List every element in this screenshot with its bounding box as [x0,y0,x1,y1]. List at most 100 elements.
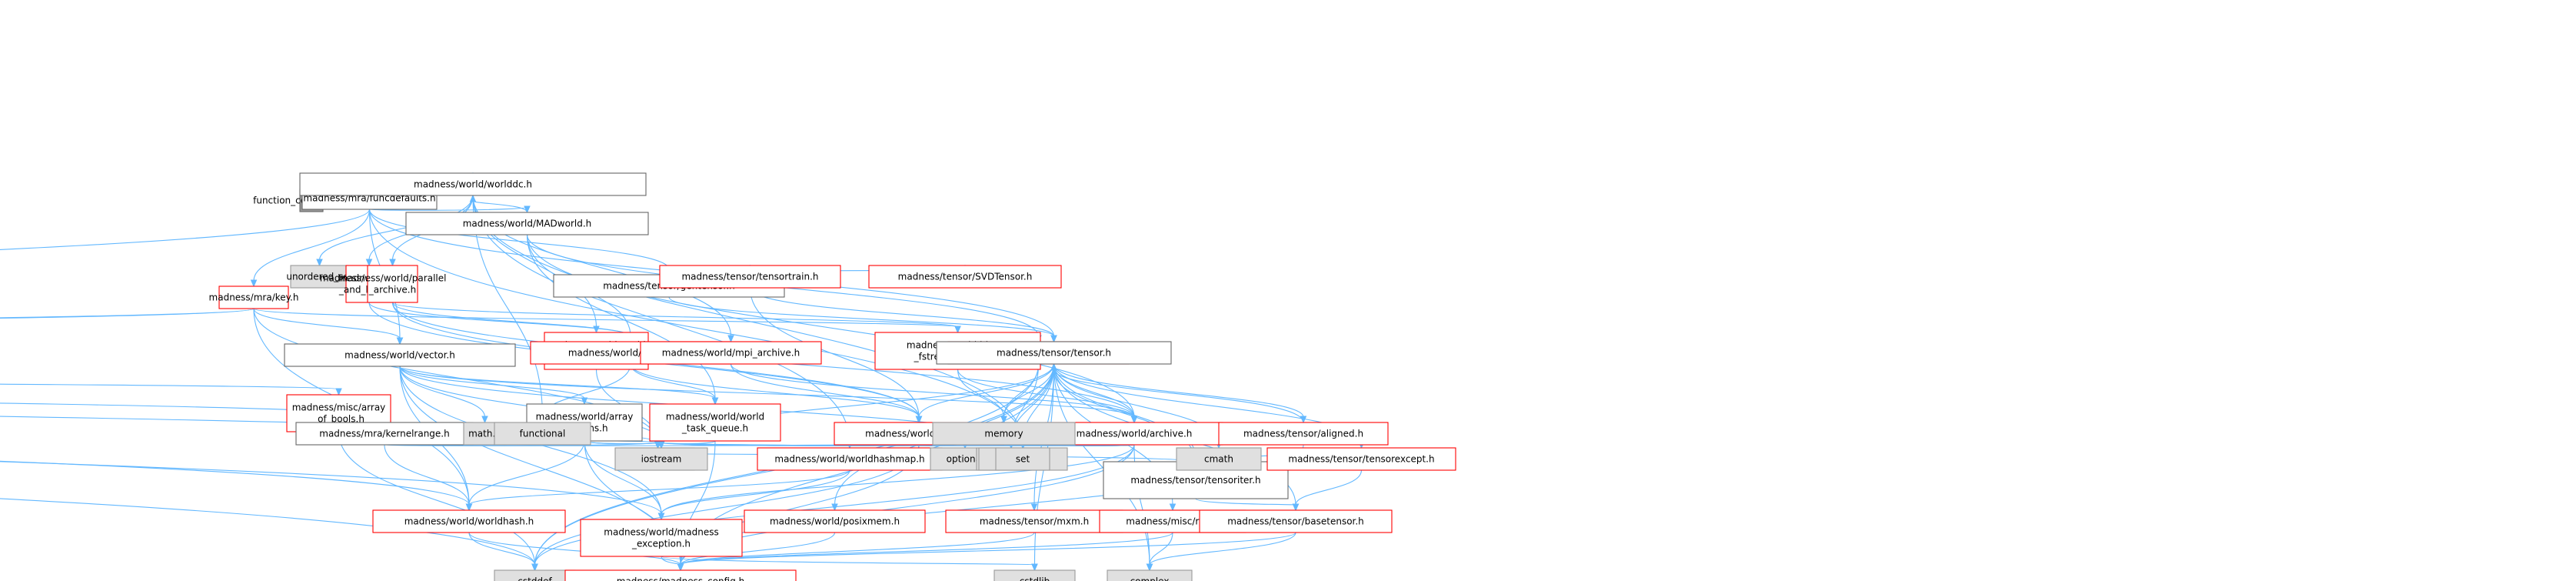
node-label: madness/tensor/aligned.h [1243,429,1363,439]
node-label: cmath [1204,454,1233,465]
edge-worldgop-h-to-world-task-queue-h [630,363,716,399]
node-box [290,265,349,289]
node-label: madness/world/archive.h [1077,429,1193,439]
node-mxm-h[interactable]: madness/tensor/mxm.h [945,509,1123,533]
node-parallel-archive-h[interactable]: madness/world/parallel_archive.h [339,265,447,303]
edge-madworld-h-to-world-task-queue-h [526,234,716,399]
node-set[interactable]: set [995,447,1050,471]
node-label: set [1016,454,1030,465]
edge-worldhashmap-h-to-madness-exception-h [661,469,850,515]
edge-array-of-bools-h-to-cstddef [338,431,536,566]
node-label: madness/tensor/tensorexcept.h [1288,454,1434,465]
node-box [640,341,822,365]
node-label: madness/tensor/basetensor.h [1227,516,1364,527]
node-cmath[interactable]: cmath [1176,447,1262,471]
edge-archive-h-to-iostream [661,442,1135,446]
edge-arrowhead [365,259,373,267]
edge-madworld-h-to-archive-h [526,234,1135,418]
node-cstddef[interactable]: cstddef [494,569,576,581]
node-label: madness/tensor/SVDTensor.h [898,272,1033,282]
edge-key-h-to-binary-fstream-archive-h [253,308,959,328]
node-worldhashmap-h[interactable]: madness/world/worldhashmap.h [757,447,943,471]
node-box [649,403,781,442]
edge-arrowhead [481,416,488,424]
node-box [564,569,797,581]
edge-binary-fstream-archive-h-to-memory [957,369,1005,418]
edge-bc-h-to-worldhash-h [0,460,470,506]
edge-arrowhead [1030,503,1038,512]
edge-kernelrange-h-to-worldhash-h [384,444,470,506]
edge-arrowhead [396,337,404,346]
node-label: madness/misc/array [292,402,386,413]
node-label: memory [984,429,1023,439]
edge-array-addons-h-to-worldhash-h [468,440,585,506]
node-world-task-queue-h[interactable]: madness/world/world_task_queue.h [649,403,781,442]
edge-ran-h-to-complex [1149,532,1173,566]
edge-archive-h-to-madness-exception-h [661,444,1135,515]
node-tensorexcept-h[interactable]: madness/tensor/tensorexcept.h [1266,447,1456,471]
edge-worldhash-h-to-cstddef [468,532,536,566]
node-box [1107,569,1193,581]
node-aligned-h[interactable]: madness/tensor/aligned.h [1218,422,1389,446]
edge-bc-h-to-array-of-bools-h [0,383,340,390]
node-worldhash-h[interactable]: madness/world/worldhash.h [372,509,566,533]
node-svdtensor-h[interactable]: madness/tensor/SVDTensor.h [868,265,1062,289]
node-label: madness/world/array [536,412,634,422]
node-label: madness/misc/ran.h [1126,516,1219,527]
node-cstdlib[interactable]: cstdlib [993,569,1076,581]
node-box [868,265,1062,289]
edge-basetensor-h-to-complex [1149,532,1296,566]
node-box [372,509,566,533]
edge-ran-h-to-madness-config-h [680,532,1173,566]
node-box [936,341,1172,365]
edge-madworld-h-to-worlddc-h [472,200,528,213]
edge-arrowhead [1146,563,1153,572]
node-mpi-archive-h[interactable]: madness/world/mpi_archive.h [640,341,822,365]
edge-arrowhead [677,563,684,572]
node-madness-exception-h[interactable]: madness/world/madness_exception.h [580,519,743,557]
node-madness-config-h[interactable]: madness/madness_config.h [564,569,797,581]
node-unordered-set[interactable]: unordered_set [286,265,353,289]
edge-aligned-h-to-tensor-h [1053,369,1304,423]
node-box [367,265,418,303]
node-worlddc-h[interactable]: madness/world/worlddc.h [299,172,647,196]
node-label: madness/world/worlddc.h [414,179,532,190]
node-label: madness/world/vector.h [344,350,455,361]
edge-funcdefaults-h-to-key-h [253,209,371,282]
edge-arrowhead [657,441,665,449]
node-memory[interactable]: memory [932,422,1076,446]
node-tensor-h[interactable]: madness/tensor/tensor.h [936,341,1172,365]
node-posixmem-h[interactable]: madness/world/posixmem.h [744,509,926,533]
node-box [494,569,576,581]
edge-arrowhead [531,563,538,572]
node-key-h[interactable]: madness/mra/key.h [209,285,299,309]
node-madworld-h[interactable]: madness/world/MADworld.h [405,212,649,235]
edge-worldhash-h-to-madness-config-h [468,532,681,566]
edge-key-h-to-vector-h [253,308,401,339]
node-kernelrange-h[interactable]: madness/mra/kernelrange.h [295,422,474,446]
node-box [945,509,1123,533]
edge-mxm-h-to-madness-config-h [680,532,1035,566]
node-box [494,422,591,446]
node-iostream[interactable]: iostream [614,447,708,471]
node-label: madness/world/mpi_archive.h [662,348,800,359]
edge-worlddc-h-to-unordered-set [318,195,474,261]
edge-arrowhead [524,205,531,214]
node-box [995,447,1050,471]
node-box [1199,509,1393,533]
edge-vector-h-to-math-h [399,366,486,418]
node-functional[interactable]: functional [494,422,591,446]
node-vector-h[interactable]: madness/world/vector.h [284,343,516,367]
node-tensortrain-h[interactable]: madness/tensor/tensortrain.h [659,265,841,289]
edge-arrowhead [954,326,961,334]
edge-tensoriter-h-to-tensor-h [1053,369,1196,462]
node-box [614,447,708,471]
node-layer: function_common_data.hmadness/mra/funcde… [209,172,1456,581]
node-label: functional [520,429,566,439]
node-box [1218,422,1389,446]
node-basetensor-h[interactable]: madness/tensor/basetensor.h [1199,509,1393,533]
node-label: madness/world/MADworld.h [463,219,592,229]
edge-arrowhead [1169,503,1177,512]
node-complex[interactable]: complex [1107,569,1193,581]
